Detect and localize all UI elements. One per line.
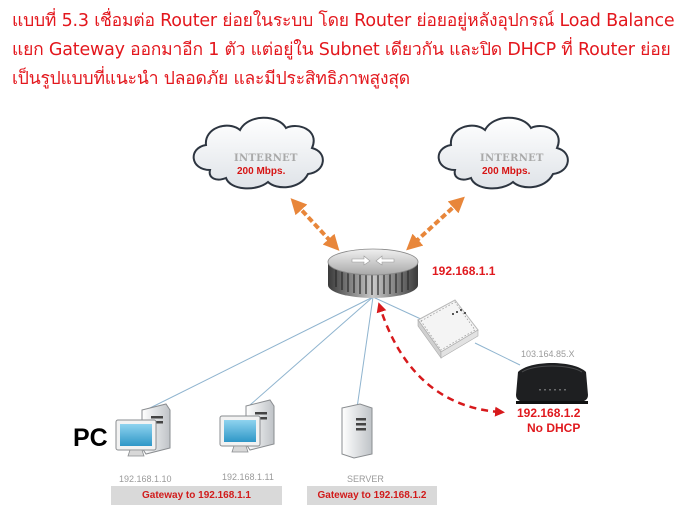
server-icon bbox=[341, 403, 373, 459]
bidirectional-arrow-icon bbox=[290, 198, 340, 251]
main-router-icon bbox=[327, 248, 419, 298]
pc-label: PC bbox=[73, 424, 108, 452]
pc-icon bbox=[115, 403, 171, 457]
pc-icon bbox=[219, 399, 275, 453]
description-line-3: เป็นรูปแบบที่แนะนำ ปลอดภัย และมีประสิทธิ… bbox=[12, 69, 410, 89]
description-line-1: แบบที่ 5.3 เชื่อมต่อ Router ย่อยในระบบ โ… bbox=[12, 11, 675, 31]
link-loadbalancer-subrouter bbox=[474, 342, 521, 366]
main-router-ip: 192.168.1.1 bbox=[432, 264, 496, 278]
bidirectional-arrow-icon bbox=[406, 196, 465, 251]
internet-cloud-1 bbox=[192, 116, 324, 190]
pc-1-ip: 192.168.1.10 bbox=[119, 474, 172, 484]
cloud-2-speed: 200 Mbps. bbox=[482, 166, 531, 177]
link-router-server bbox=[356, 296, 374, 409]
gateway-dashed-arrow bbox=[376, 302, 505, 417]
internet-cloud-2 bbox=[437, 116, 569, 190]
cloud-2-title: INTERNET bbox=[480, 153, 544, 164]
description-line-2: แยก Gateway ออกมาอีก 1 ตัว แต่อยู่ใน Sub… bbox=[12, 40, 671, 60]
link-router-pc1 bbox=[145, 296, 374, 411]
gateway-label-server: Gateway to 192.168.1.2 bbox=[307, 486, 437, 505]
cloud-1-title: INTERNET bbox=[234, 153, 298, 164]
sub-router-icon bbox=[516, 363, 588, 404]
sub-router-wan-ip: 103.164.85.X bbox=[521, 349, 575, 359]
sub-router-ip: 192.168.1.2 bbox=[517, 406, 581, 420]
server-label: SERVER bbox=[347, 474, 384, 484]
gateway-label-pcs: Gateway to 192.168.1.1 bbox=[111, 486, 282, 505]
pc-2-ip: 192.168.1.11 bbox=[222, 472, 274, 482]
load-balancer-icon bbox=[417, 299, 479, 359]
link-router-pc2 bbox=[249, 296, 374, 406]
sub-router-dhcp-note: No DHCP bbox=[527, 421, 581, 435]
cloud-1-speed: 200 Mbps. bbox=[237, 166, 286, 177]
